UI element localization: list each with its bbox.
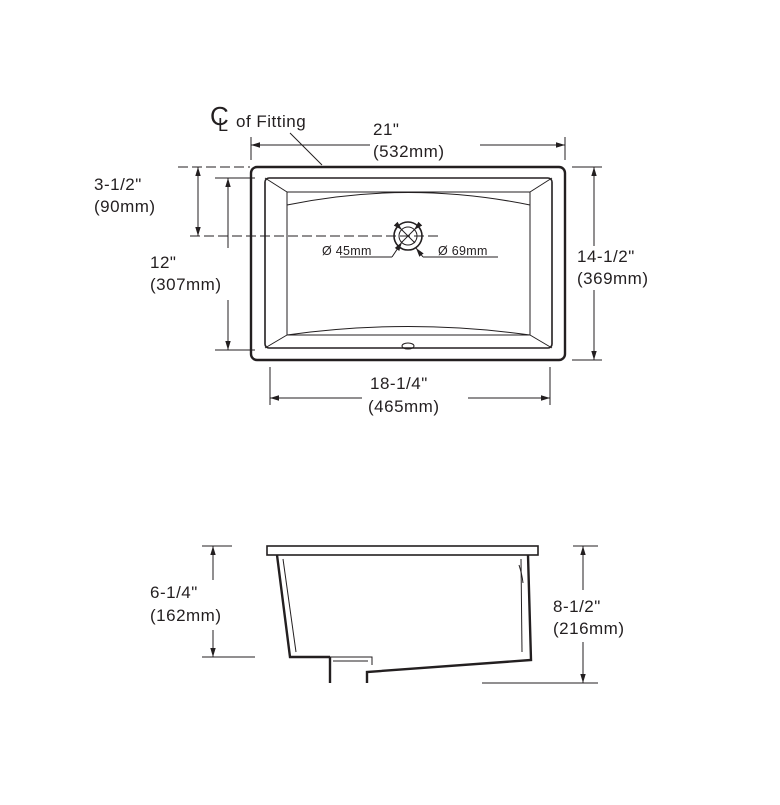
bowl-width-metric: (465mm) [368, 397, 440, 416]
bowl-height-imperial: 6-1/4" [150, 583, 198, 602]
centerline-symbol-l: L [218, 115, 228, 135]
dim-drain-diameters: Ø 45mm Ø 69mm [322, 221, 498, 258]
sink-inner-rim [264, 177, 553, 349]
top-view: C L of Fitting 21" (532mm) 14-1/2" (369m… [94, 101, 649, 416]
bowl-width-imperial: 18-1/4" [370, 374, 428, 393]
overall-width-metric: (532mm) [373, 142, 445, 161]
overflow-hole [401, 342, 415, 350]
overall-height-metric: (216mm) [553, 619, 625, 638]
dim-bowl-width: 18-1/4" (465mm) [269, 367, 551, 416]
sink-outer-rim [249, 165, 567, 362]
dim-overall-depth: 14-1/2" (369mm) [572, 166, 649, 361]
overall-depth-imperial: 14-1/2" [577, 247, 635, 266]
overall-width-imperial: 21" [373, 120, 399, 139]
bowl-depth-imperial: 12" [150, 253, 176, 272]
dim-drain-offset: 3-1/2" (90mm) [94, 167, 201, 236]
centerline-text: of Fitting [236, 112, 306, 131]
centerline-label: C L of Fitting [210, 101, 323, 166]
dim-overall-width: 21" (532mm) [250, 120, 566, 161]
drain-offset-metric: (90mm) [94, 197, 156, 216]
dim-bowl-depth: 12" (307mm) [150, 177, 255, 351]
drain-inner-dia: Ø 45mm [322, 244, 372, 258]
bowl-depth-metric: (307mm) [150, 275, 222, 294]
drain-offset-imperial: 3-1/2" [94, 175, 142, 194]
side-rim [266, 545, 539, 556]
bowl-floor [286, 191, 531, 336]
drain-outer-dia: Ø 69mm [438, 244, 488, 258]
overflow-contour [518, 564, 524, 584]
bowl-slopes [264, 177, 553, 349]
dim-overall-height: 8-1/2" (216mm) [482, 545, 625, 684]
bowl-inner-left [282, 558, 297, 653]
dim-bowl-height: 6-1/4" (162mm) [150, 545, 255, 658]
bowl-height-metric: (162mm) [150, 606, 222, 625]
overall-depth-metric: (369mm) [577, 269, 649, 288]
bowl-outer-left [275, 554, 330, 659]
centerline-leader [289, 132, 323, 166]
centerline-symbol-c: C [210, 101, 229, 131]
side-view: 6-1/4" (162mm) 8-1/2" (216mm) [150, 545, 625, 684]
side-drain [328, 656, 373, 683]
bowl-outer-right [365, 554, 533, 683]
overall-height-imperial: 8-1/2" [553, 597, 601, 616]
